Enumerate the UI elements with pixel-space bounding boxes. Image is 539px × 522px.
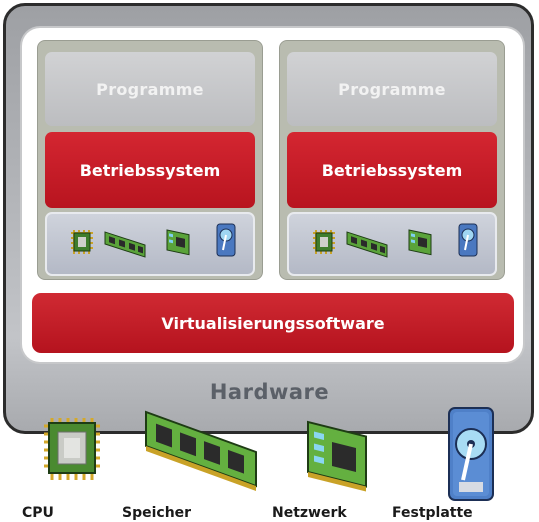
virtual-machine-left: Programme Betriebssystem <box>35 38 265 282</box>
memory-module-icon <box>346 231 388 258</box>
virtual-hardware-layer <box>45 212 255 276</box>
operating-system-label: Betriebssystem <box>79 160 221 180</box>
virtualization-software-layer: Virtualisierungssoftware <box>32 293 514 353</box>
hard-disk-icon <box>448 407 494 501</box>
network-card-icon <box>408 229 432 256</box>
virtualization-software-label: Virtualisierungssoftware <box>161 313 385 333</box>
programs-label: Programme <box>96 79 204 99</box>
cpu-chip-icon <box>313 230 335 254</box>
virtual-machine-right: Programme Betriebssystem <box>277 38 507 282</box>
memory-label: Speicher <box>122 505 192 521</box>
hard-disk-icon <box>458 223 478 257</box>
cpu-chip-icon <box>71 230 93 254</box>
programs-label: Programme <box>338 79 446 99</box>
hard-disk-icon <box>216 223 236 257</box>
operating-system-layer: Betriebssystem <box>45 132 255 208</box>
programs-layer: Programme <box>287 52 497 126</box>
memory-module-icon <box>104 231 146 258</box>
cpu-label: CPU <box>22 505 54 521</box>
operating-system-layer: Betriebssystem <box>287 132 497 208</box>
virtual-hardware-layer <box>287 212 497 276</box>
programs-layer: Programme <box>45 52 255 126</box>
network-label: Netzwerk <box>272 505 347 521</box>
disk-label: Festplatte <box>392 505 473 521</box>
cpu-chip-icon <box>44 418 100 480</box>
operating-system-label: Betriebssystem <box>321 160 463 180</box>
hardware-label: Hardware <box>209 380 330 404</box>
memory-module-icon <box>145 410 257 492</box>
network-card-icon <box>307 420 367 492</box>
physical-hardware-icons <box>44 407 494 501</box>
network-card-icon <box>166 229 190 256</box>
